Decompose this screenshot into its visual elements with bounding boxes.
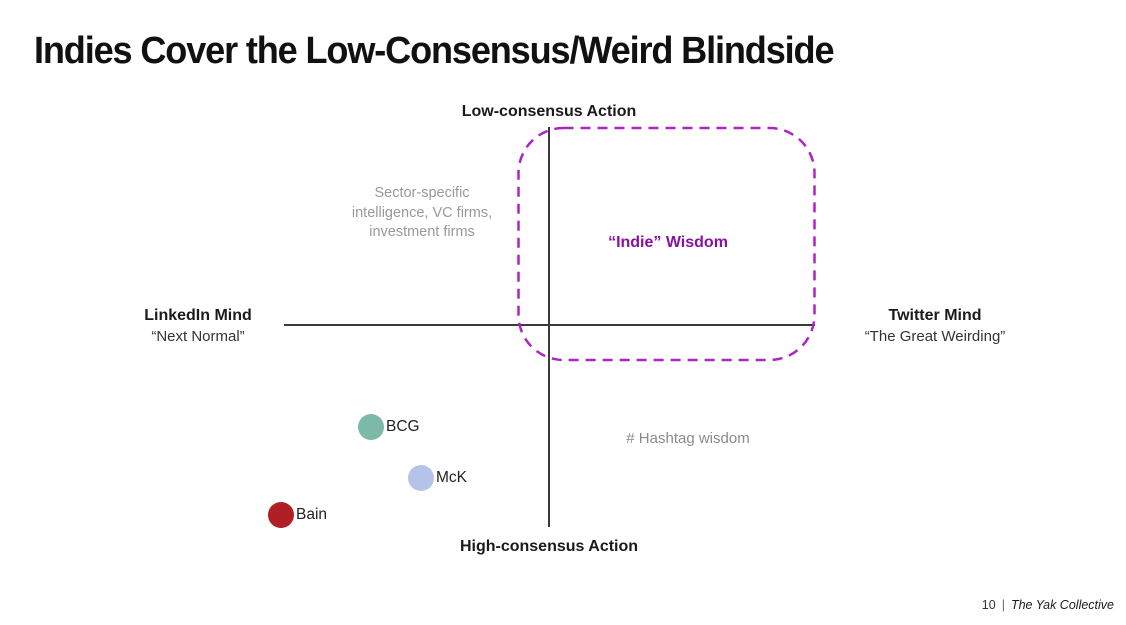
axis-label-right-subtitle: “The Great Weirding” [864, 328, 1006, 345]
footer-separator: | [1001, 598, 1005, 612]
bcg-dot [358, 414, 384, 440]
data-point-bcg: BCG [358, 414, 420, 440]
axis-label-bottom: High-consensus Action [459, 538, 639, 555]
page-number: 10 [981, 598, 996, 612]
axis-label-top: Low-consensus Action [461, 103, 637, 120]
bain-label: Bain [296, 506, 328, 523]
bottom-right-quadrant-note: # Hashtag wisdom [626, 430, 750, 447]
data-point-mck: McK [408, 465, 467, 491]
indie-wisdom-label: “Indie” Wisdom [608, 234, 728, 251]
slide-title: Indies Cover the Low-Consensus/Weird Bli… [34, 30, 835, 72]
mck-dot [408, 465, 434, 491]
slide-footer: 10 | The Yak Collective [982, 598, 1114, 612]
footer-source: The Yak Collective [1010, 598, 1114, 612]
axis-label-right: Twitter Mind “The Great Weirding” [850, 307, 1020, 345]
bcg-label: BCG [386, 418, 420, 435]
indie-wisdom-dashed-box [517, 126, 816, 362]
axis-label-left-title: LinkedIn Mind [144, 307, 252, 324]
bain-dot [268, 502, 294, 528]
top-left-quadrant-note: Sector-specific intelligence, VC firms, … [351, 185, 493, 241]
axis-label-left: LinkedIn Mind “Next Normal” [128, 307, 268, 345]
data-point-bain: Bain [268, 502, 327, 528]
mck-label: McK [436, 469, 467, 486]
axis-label-right-title: Twitter Mind [888, 307, 982, 324]
axis-label-left-subtitle: “Next Normal” [151, 328, 245, 345]
